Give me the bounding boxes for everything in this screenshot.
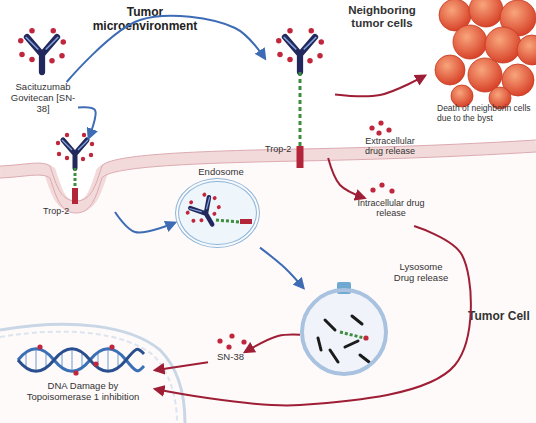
- flow-arrow: [260, 248, 303, 288]
- antibody-drug-conjugate: [56, 133, 94, 168]
- circle-shape: [379, 182, 384, 187]
- drug-dots: [370, 182, 394, 193]
- trop2-receptor: [72, 188, 78, 204]
- circle-shape: [389, 188, 394, 193]
- line-shape: [107, 349, 109, 371]
- circle-shape: [369, 125, 374, 130]
- drug-dots: [217, 333, 246, 349]
- linker-chain: [216, 220, 240, 222]
- internalizing-conjugate: Trop-2: [45, 138, 115, 216]
- antibody-drug-conjugate: Sacituzumab Govitecan [SN-38]: [8, 82, 78, 122]
- dna-target: DNA Damage by Topoisomerase 1 inhibition: [10, 345, 155, 417]
- antibody-fragments: [318, 316, 369, 362]
- tumor-cell: Tumor CellEndosomeIntracellular drug rel…: [0, 150, 536, 423]
- node-label: Neighboring tumor cells: [341, 4, 423, 30]
- linker-chain: [340, 332, 364, 338]
- cell-interior: [0, 146, 536, 423]
- line-shape: [318, 338, 321, 350]
- nuclear-envelope: [0, 324, 185, 423]
- circle-shape: [37, 344, 42, 349]
- flow-arrow: [155, 362, 208, 370]
- circle-shape: [376, 130, 381, 135]
- circle-shape: [386, 127, 391, 132]
- flow-arrow: [328, 158, 364, 198]
- drug-release: Extracellular drug release: [355, 136, 425, 164]
- circle-shape: [73, 370, 78, 375]
- dna-strand: [18, 349, 144, 372]
- circle-shape: [109, 344, 114, 349]
- node-label: DNA Damage by Topoisomerase 1 inhibition: [18, 381, 148, 403]
- lysosome: Lysosome Drug release: [300, 288, 388, 376]
- flow-arrow: [155, 226, 471, 405]
- drug-release: Intracellular drug release: [355, 198, 427, 226]
- line-shape: [325, 320, 335, 330]
- drug-dots: [37, 344, 114, 375]
- circle-shape: [453, 25, 487, 59]
- endosome: Endosome: [175, 178, 260, 248]
- antibody-drug-conjugate: [276, 28, 324, 72]
- circle-shape: [469, 0, 503, 27]
- node-label: Sacituzumab Govitecan [SN-38]: [8, 82, 78, 115]
- line-shape: [71, 349, 73, 371]
- circle-shape: [435, 55, 465, 85]
- circle-shape: [241, 339, 246, 344]
- base-pairs: [26, 349, 118, 371]
- linker-chain: [74, 168, 77, 188]
- node-label: Intracellular drug release: [355, 198, 427, 219]
- neighbor-cell-cluster: Neighboring tumor cellsDeath of neighbor…: [425, 2, 536, 102]
- antibody-drug-conjugate: [181, 188, 227, 233]
- antibody-drug-conjugate: [18, 28, 66, 72]
- flow-arrow: [78, 107, 96, 138]
- circle-shape: [517, 35, 536, 65]
- dna-helix: [18, 344, 144, 375]
- line-shape: [330, 350, 338, 362]
- endosome-lumen: [178, 180, 258, 246]
- tumor-cell-cluster: [435, 0, 536, 109]
- payload: SN-38: [208, 352, 253, 366]
- membrane-edge: [0, 152, 536, 213]
- node-label: Endosome: [191, 167, 251, 178]
- node-label: Trop-2: [265, 144, 301, 154]
- lysosome-lumen: [302, 290, 386, 374]
- drug-dots: [369, 120, 391, 135]
- node-label: Tumor Cell: [468, 310, 534, 324]
- flow-arrow: [115, 212, 175, 232]
- dna-strand: [18, 349, 144, 372]
- circle-shape: [226, 344, 231, 349]
- flow-arrow: [335, 76, 425, 96]
- circle-shape: [217, 338, 222, 343]
- drug-dot: [363, 335, 368, 340]
- flow-arrow: [245, 335, 300, 352]
- line-shape: [345, 341, 358, 347]
- bound-conjugate: Trop-2: [265, 30, 335, 158]
- nuclear-envelope: [0, 332, 177, 423]
- node-note: Death of neighborin cells due to the bys…: [437, 104, 536, 124]
- line-shape: [35, 349, 37, 371]
- node-label: SN-38: [208, 352, 253, 363]
- linker-chain: [299, 72, 302, 146]
- node-label: Extracellular drug release: [355, 136, 425, 157]
- node-label: Lysosome Drug release: [390, 262, 452, 284]
- line-shape: [360, 355, 369, 362]
- trop2-receptor: [240, 219, 252, 224]
- trop2-receptor: [297, 146, 304, 168]
- circle-shape: [468, 58, 502, 92]
- circle-shape: [378, 120, 383, 125]
- node-label: Trop-2: [43, 206, 79, 216]
- line-shape: [352, 316, 362, 324]
- circle-shape: [485, 27, 521, 63]
- flow-arrow: [67, 16, 265, 82]
- circle-shape: [93, 361, 98, 366]
- circle-shape: [229, 333, 234, 338]
- circle-shape: [370, 187, 375, 192]
- cell-membrane: [0, 146, 536, 207]
- region-label: Tumor microenvironment: [88, 6, 202, 34]
